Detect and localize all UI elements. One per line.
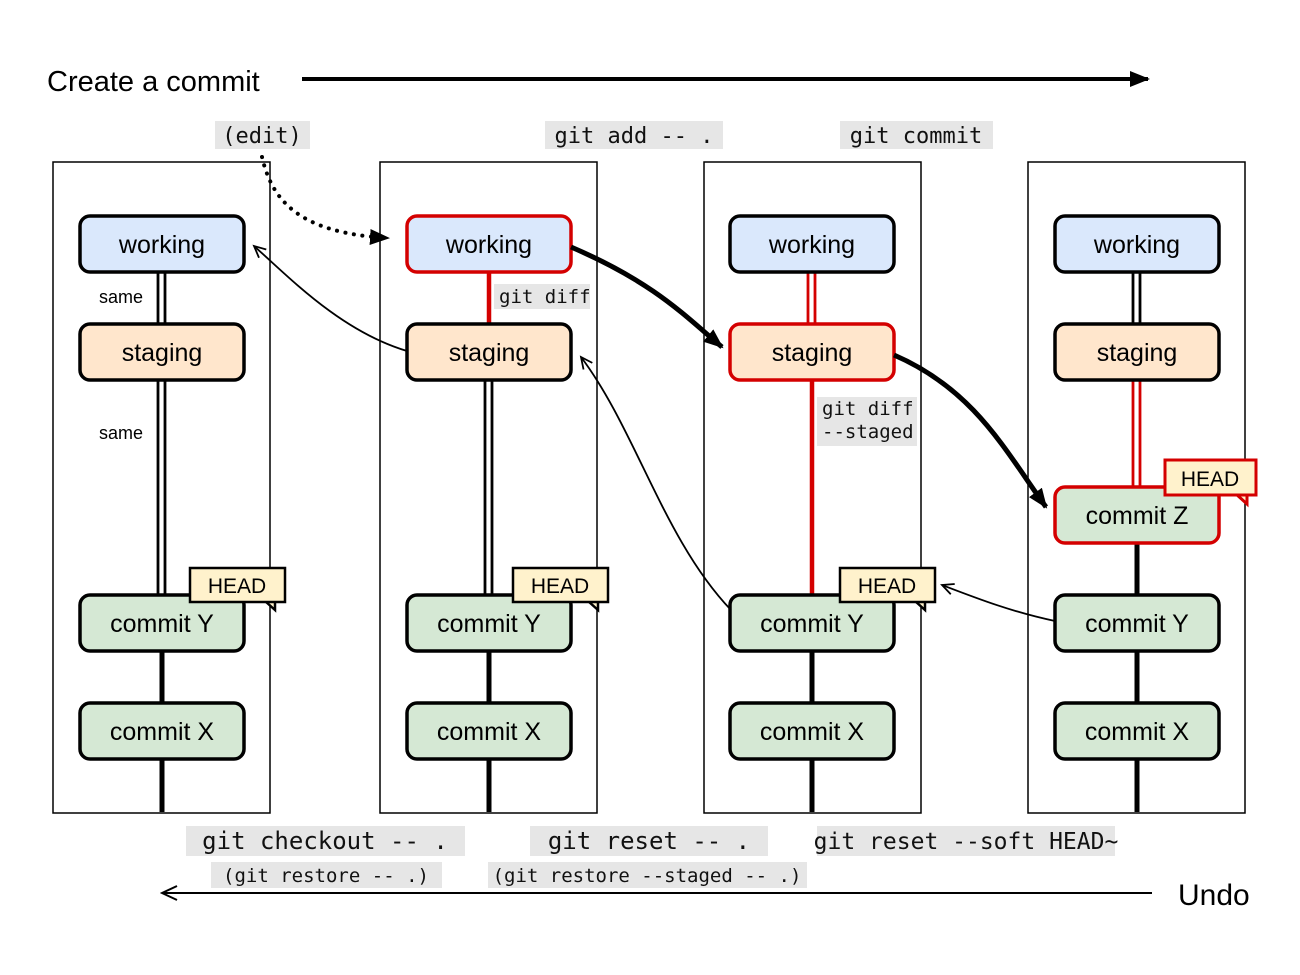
git-diff-staged-line2: --staged <box>822 421 914 443</box>
git-checkout-label-bg <box>186 826 465 856</box>
git-commit-label-bg <box>840 121 993 149</box>
panel-state-staged: working staging git diff --staged commit… <box>703 161 937 814</box>
git-restore-label: (git restore -- .) <box>223 865 429 887</box>
working-staging-connector-double <box>156 272 167 324</box>
commit-y-box <box>78 593 246 653</box>
head-note: HEAD <box>188 566 287 613</box>
commit-x-label: commit X <box>110 718 215 746</box>
working-staging-connector-double <box>1131 272 1142 324</box>
git-reset-soft-label: git reset --soft HEAD~ <box>814 829 1119 855</box>
working-label: working <box>118 231 205 259</box>
git-diff-label-bg <box>494 284 590 309</box>
head-note-label: HEAD <box>208 575 266 598</box>
head-note-body <box>1163 458 1258 497</box>
create-commit-title: Create a commit <box>47 66 260 98</box>
working-label: working <box>445 231 532 259</box>
commit-y-label: commit Y <box>110 610 214 638</box>
working-box <box>78 214 246 274</box>
commit-x-box <box>1053 701 1221 761</box>
staging-commit-connector-double <box>483 380 494 597</box>
working-label: working <box>1093 231 1180 259</box>
staging-commit-z-connector-double-red <box>1131 380 1142 490</box>
head-note: HEAD <box>511 566 610 613</box>
staging-label: staging <box>772 339 853 367</box>
commit-y-label: commit Y <box>437 610 541 638</box>
staging-box <box>1053 322 1221 382</box>
head-note-body <box>511 566 610 604</box>
undo-title: Undo <box>1178 879 1250 912</box>
commit-z-label: commit Z <box>1086 502 1189 530</box>
git-restore-label-bg <box>211 862 442 888</box>
transition-arrows <box>254 155 1056 622</box>
head-note-label: HEAD <box>858 575 916 598</box>
staging-label: staging <box>449 339 530 367</box>
create-commit-header: Create a commit <box>47 66 1150 98</box>
commit-y-label: commit Y <box>1085 610 1189 638</box>
head-note-body <box>838 566 937 604</box>
git-diff-staged-label-bg <box>817 397 917 446</box>
commit-x-box <box>78 701 246 761</box>
panel-state-clean: working staging same same commit Y commi… <box>52 161 287 814</box>
git-diff-staged-label: git diff --staged <box>817 397 917 446</box>
commit-y-box <box>1053 593 1221 653</box>
staging-commit-connector-double <box>156 380 167 597</box>
working-box <box>728 214 896 274</box>
same-annotation-top: same <box>99 287 143 307</box>
top-command-labels: (edit) git add -- . git commit <box>215 121 993 149</box>
staging-box <box>78 322 246 382</box>
edit-label-bg <box>215 121 310 149</box>
undo-footer: Undo <box>162 879 1250 912</box>
commit-x-box <box>728 701 896 761</box>
head-note-red: HEAD <box>1163 458 1258 508</box>
same-annotation-bottom: same <box>99 423 143 443</box>
git-restore-staged-label: (git restore --staged -- .) <box>493 865 802 887</box>
git-add-label-bg <box>545 121 723 149</box>
panel-state-committed: working staging commit Z commit Y commit… <box>1027 161 1258 814</box>
working-staging-connector-double-red <box>806 272 817 326</box>
git-restore-staged-label-bg <box>488 862 807 888</box>
git-reset-label: git reset -- . <box>548 827 750 855</box>
staging-box <box>405 322 573 382</box>
head-note-label: HEAD <box>531 575 589 598</box>
commit-x-box <box>405 701 573 761</box>
git-reset-soft-undo-arrow <box>942 585 1056 622</box>
staging-label: staging <box>122 339 203 367</box>
git-commit-label: git commit <box>850 124 982 149</box>
head-note-label: HEAD <box>1181 468 1239 491</box>
head-note: HEAD <box>838 566 937 613</box>
commit-y-box <box>405 593 573 653</box>
git-reset-undo-arrow <box>581 357 732 611</box>
git-checkout-label: git checkout -- . <box>202 827 448 855</box>
working-label: working <box>768 231 855 259</box>
staging-label: staging <box>1097 339 1178 367</box>
edit-dotted-arrow <box>260 155 390 245</box>
git-add-label: git add -- . <box>555 124 714 149</box>
git-checkout-undo-arrow <box>254 246 408 352</box>
git-diff-staged-line1: git diff <box>822 398 914 420</box>
commit-x-label: commit X <box>1085 718 1190 746</box>
commit-x-label: commit X <box>437 718 542 746</box>
head-note-body <box>188 566 287 604</box>
commit-y-box <box>728 593 896 653</box>
commit-y-label: commit Y <box>760 610 864 638</box>
edit-label: (edit) <box>222 124 301 149</box>
git-reset-label-bg <box>530 826 768 856</box>
git-commit-arrow <box>893 352 1049 509</box>
bottom-command-labels: git checkout -- . (git restore -- .) git… <box>186 826 1118 888</box>
staging-box-modified <box>728 322 896 382</box>
commit-x-label: commit X <box>760 718 865 746</box>
working-box <box>1053 214 1221 274</box>
panel-state-edited: working git diff staging commit Y commit… <box>379 161 610 814</box>
git-reset-soft-label-bg <box>817 826 1115 856</box>
commit-z-box-new <box>1053 485 1221 545</box>
working-box-modified <box>405 214 573 274</box>
git-add-arrow <box>570 244 724 349</box>
git-diff-label: git diff <box>499 286 591 308</box>
